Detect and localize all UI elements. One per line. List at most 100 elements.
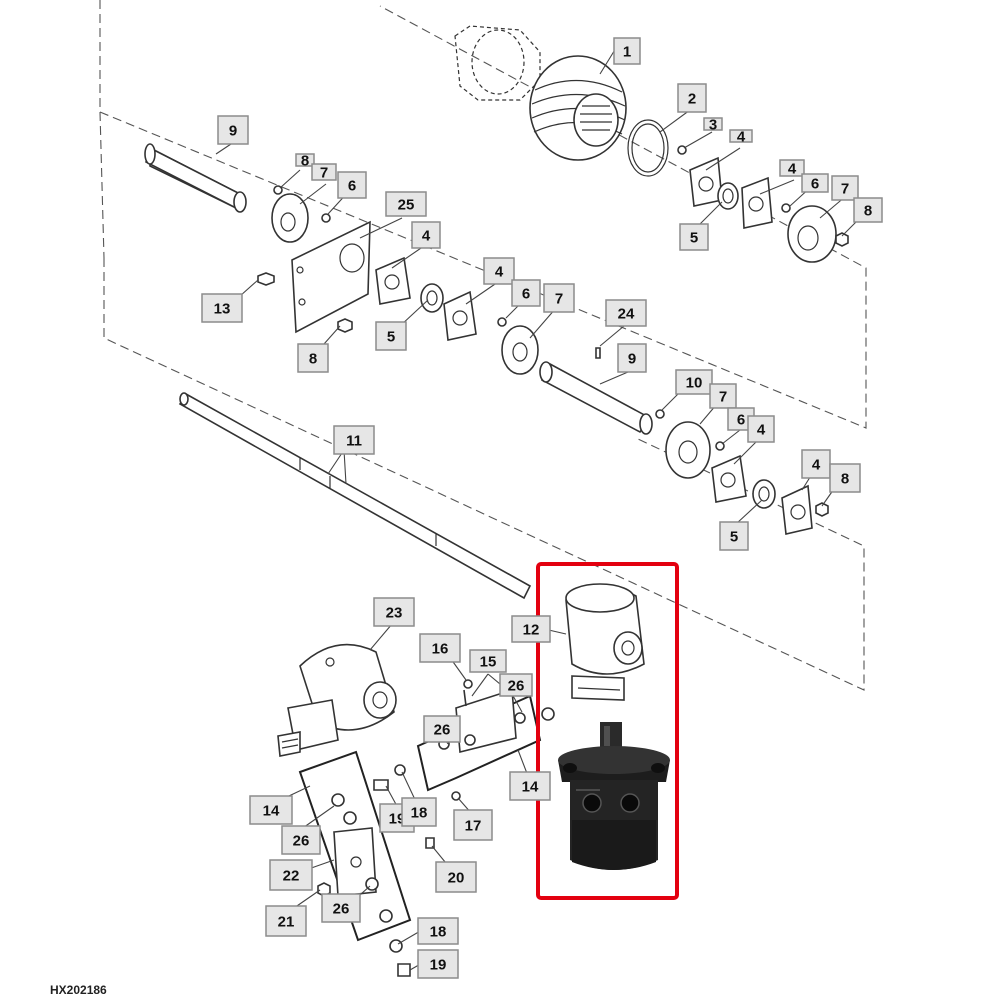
callout-14: 14 <box>249 795 293 825</box>
callout-1: 1 <box>613 37 641 65</box>
callout-box <box>675 369 713 395</box>
callout-number: 4 <box>812 457 821 474</box>
callout-4: 4 <box>779 159 805 178</box>
callout-number: 18 <box>430 924 447 941</box>
callout-box <box>499 673 533 697</box>
callout-8: 8 <box>853 197 883 223</box>
callout-number: 8 <box>309 351 317 368</box>
callout-number: 8 <box>864 203 872 220</box>
callout-7: 7 <box>709 383 737 409</box>
callout-13: 13 <box>201 293 243 323</box>
gearbox-23 <box>277 643 397 757</box>
callout-number: 26 <box>508 678 525 695</box>
callout-26: 26 <box>281 825 321 855</box>
callout-box <box>801 173 829 193</box>
callout-box <box>269 859 313 891</box>
callout-4: 4 <box>483 257 515 285</box>
callout-number: 15 <box>480 654 497 671</box>
callout-26: 26 <box>499 673 533 697</box>
callout-number: 4 <box>757 422 766 439</box>
callout-box <box>617 343 647 373</box>
callout-17: 17 <box>453 809 493 841</box>
snap-ring <box>627 119 669 177</box>
callout-number: 22 <box>283 868 300 885</box>
callout-number: 7 <box>841 181 849 198</box>
callout-number: 9 <box>229 123 237 140</box>
callout-box <box>605 299 647 327</box>
callout-8: 8 <box>829 463 861 493</box>
callout-box <box>801 449 831 479</box>
callout-number: 11 <box>346 433 362 450</box>
hydraulic-motor <box>558 722 670 870</box>
callout-box <box>679 223 709 251</box>
callout-19: 19 <box>417 949 459 979</box>
callout-box <box>483 257 515 285</box>
callout-4: 4 <box>801 449 831 479</box>
drive-drum <box>454 25 627 161</box>
callout-9: 9 <box>217 115 249 145</box>
callout-5: 5 <box>719 521 749 551</box>
callout-number: 13 <box>214 301 231 318</box>
callout-box <box>411 221 441 249</box>
callout-box <box>321 893 361 923</box>
callout-7: 7 <box>831 175 859 201</box>
callout-number: 7 <box>719 389 727 406</box>
callout-box <box>613 37 641 65</box>
callout-box <box>297 343 329 373</box>
callout-box <box>419 633 461 663</box>
assembly-boundaries <box>99 0 867 691</box>
callout-8: 8 <box>295 153 315 170</box>
callout-number: 23 <box>386 605 403 622</box>
middle-roller-tube <box>539 347 665 435</box>
callout-number: 5 <box>730 529 738 546</box>
callout-21: 21 <box>265 905 307 937</box>
callout-box <box>469 649 507 673</box>
callout-5: 5 <box>375 321 407 351</box>
callout-12: 12 <box>511 615 551 643</box>
callout-26: 26 <box>321 893 361 923</box>
callout-number: 7 <box>320 165 328 182</box>
callout-number: 19 <box>389 811 406 828</box>
callout-number: 24 <box>618 306 635 323</box>
callout-number: 26 <box>293 833 310 850</box>
callout-box <box>265 905 307 937</box>
callout-10: 10 <box>675 369 713 395</box>
callout-box <box>295 153 315 167</box>
callout-number: 19 <box>430 957 447 974</box>
callout-15: 15 <box>469 649 507 673</box>
callout-box <box>417 949 459 979</box>
callout-6: 6 <box>511 279 541 307</box>
callout-number: 4 <box>737 129 746 146</box>
callout-number: 18 <box>411 805 428 822</box>
callout-number: 17 <box>465 818 482 835</box>
callout-box <box>703 117 723 131</box>
highlight-frame <box>536 562 679 900</box>
callout-box <box>543 283 575 313</box>
callout-number: 7 <box>555 291 563 308</box>
callout-box <box>453 809 493 841</box>
callout-box <box>831 175 859 201</box>
callout-4: 4 <box>747 415 775 443</box>
callout-26: 26 <box>423 715 461 743</box>
callout-box <box>375 321 407 351</box>
callout-number: 4 <box>788 161 797 178</box>
callout-box <box>709 383 737 409</box>
callout-7: 7 <box>311 163 337 182</box>
callout-number: 8 <box>301 153 309 170</box>
callout-number: 6 <box>522 286 530 303</box>
callout-number: 3 <box>709 117 717 134</box>
callout-22: 22 <box>269 859 313 891</box>
callout-box <box>435 861 477 893</box>
gearbox-12 <box>565 583 645 701</box>
callout-number: 2 <box>688 91 696 108</box>
callout-box <box>417 917 459 945</box>
callout-number: 6 <box>348 178 356 195</box>
lower-bracket-assembly <box>298 750 435 977</box>
callout-box <box>337 171 367 199</box>
callout-number: 4 <box>422 228 431 245</box>
middle-bearing-set <box>375 256 539 375</box>
callout-4: 4 <box>411 221 441 249</box>
callout-box <box>511 615 551 643</box>
